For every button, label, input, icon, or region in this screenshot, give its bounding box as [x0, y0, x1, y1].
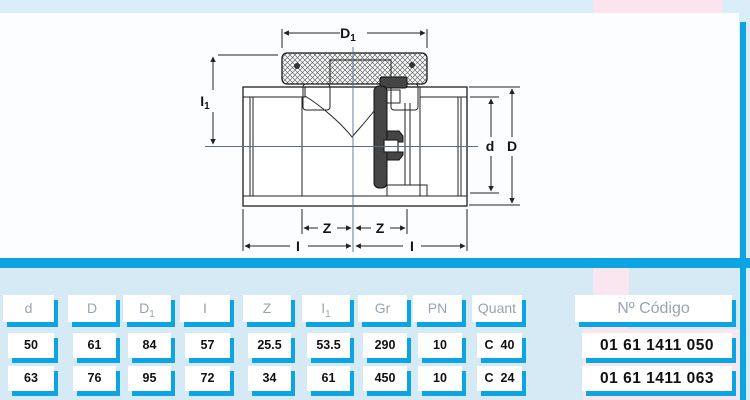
spring-wire — [304, 95, 375, 138]
svg-text:D: D — [507, 138, 517, 154]
svg-text:I: I — [410, 238, 414, 254]
header-cell: Z — [243, 295, 291, 322]
value-cell-codigo: 01 61 1411 063 — [582, 366, 732, 391]
valve-cap — [281, 52, 428, 111]
value-cell: 57 — [185, 333, 230, 358]
col-Gr: Gr 290 450 — [358, 295, 407, 391]
dim-I1: I1 — [200, 54, 278, 145]
value-cell: C 40 — [477, 333, 522, 358]
value-cell: 450 — [363, 366, 407, 391]
seal-dot-left — [294, 63, 300, 69]
dim-D: D — [469, 86, 520, 206]
dim-D1: D1 — [281, 25, 428, 48]
top-band — [0, 0, 750, 13]
value-cell: 63 — [8, 366, 54, 391]
header-cell: D — [68, 295, 116, 322]
value-cell: C 24 — [477, 366, 522, 391]
value-cell: 61 — [73, 333, 116, 358]
top-pink-tab — [593, 0, 723, 13]
col-codigo: Nº Código 01 61 1411 050 01 61 1411 063 — [575, 295, 732, 391]
col-I: I 57 72 — [180, 295, 230, 391]
col-D: D 61 76 — [68, 295, 116, 391]
col-Quant: Quant C 40 C 24 — [472, 295, 522, 391]
value-cell: 10 — [418, 333, 462, 358]
seal-dot-right — [409, 62, 415, 68]
header-cell: I1 — [302, 295, 350, 322]
svg-text:I: I — [296, 238, 300, 254]
dim-Z: Z Z — [301, 209, 408, 236]
col-d: d 50 63 — [3, 295, 54, 391]
value-cell: 53.5 — [307, 333, 350, 358]
svg-text:I1: I1 — [200, 93, 210, 112]
header-cell: I — [180, 295, 230, 322]
centerlines — [205, 47, 478, 252]
value-cell: 84 — [128, 333, 171, 358]
dim-I: I I — [242, 209, 468, 254]
value-cell: 72 — [185, 366, 230, 391]
col-Z: Z 25.5 34 — [243, 295, 291, 391]
svg-text:d: d — [486, 138, 495, 154]
divider-band — [0, 258, 750, 268]
value-cell-codigo: 01 61 1411 050 — [582, 333, 732, 358]
col-PN: PN 10 10 — [413, 295, 462, 391]
header-cell: PN — [413, 295, 462, 322]
col-D1: D1 84 95 — [123, 295, 171, 391]
value-cell: 290 — [363, 333, 407, 358]
svg-text:Z: Z — [376, 220, 385, 236]
value-cell: 95 — [128, 366, 171, 391]
valve-disc — [373, 76, 408, 189]
header-cell: D1 — [123, 295, 171, 322]
svg-text:Z: Z — [323, 220, 332, 236]
svg-text:D1: D1 — [340, 25, 356, 44]
dim-d: d — [470, 96, 499, 194]
value-cell: 50 — [8, 333, 54, 358]
right-edge-bar — [740, 22, 746, 400]
value-cell: 10 — [418, 366, 462, 391]
hinge-pin — [383, 139, 399, 153]
header-cell: Nº Código — [575, 295, 732, 322]
value-cell: 61 — [307, 366, 350, 391]
col-I1: I1 53.5 61 — [302, 295, 350, 391]
header-cell: d — [3, 295, 54, 322]
header-cell: Quant — [472, 295, 522, 322]
value-cell: 25.5 — [248, 333, 291, 358]
value-cell: 34 — [248, 366, 291, 391]
technical-drawing: D1 I1 d D — [200, 25, 520, 254]
value-cell: 76 — [73, 366, 116, 391]
header-cell: Gr — [358, 295, 407, 322]
